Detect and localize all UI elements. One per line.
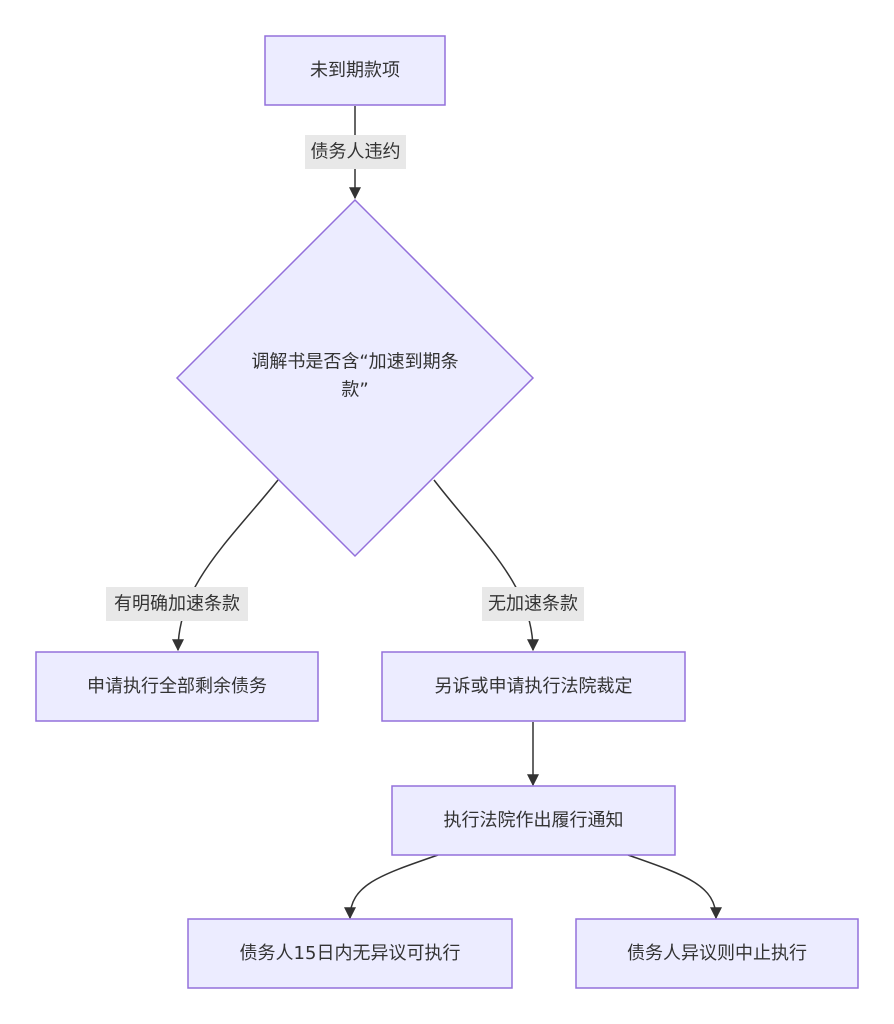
node-decision: 调解书是否含“加速到期条 款” (175, 198, 535, 558)
node-start: 未到期款项 (264, 35, 446, 106)
edge-label-has-clause-text: 有明确加速条款 (114, 594, 240, 615)
edge-label-default-text: 债务人违约 (311, 142, 401, 163)
node-notice: 执行法院作出履行通知 (391, 785, 676, 856)
edge-decision-to-full-debt (172, 479, 279, 652)
edge-notice-to-no-objection (344, 854, 439, 920)
edge-notice-to-objection (627, 854, 722, 920)
edges (172, 106, 722, 920)
node-decision-label-line1: 调解书是否含“加速到期条 (251, 352, 458, 373)
edge-label-no-clause-text: 无加速条款 (488, 594, 578, 615)
node-full-debt: 申请执行全部剩余债务 (35, 651, 319, 722)
node-start-label: 未到期款项 (310, 60, 400, 81)
node-sue: 另诉或申请执行法院裁定 (381, 651, 686, 722)
node-no-objection: 债务人15日内无异议可执行 (187, 918, 513, 989)
node-objection-label: 债务人异议则中止执行 (627, 943, 807, 964)
edge-decision-to-sue (433, 479, 539, 652)
edge-label-has-clause: 有明确加速条款 (106, 587, 248, 621)
node-full-debt-label: 申请执行全部剩余债务 (87, 676, 267, 697)
edge-label-no-clause: 无加速条款 (482, 587, 584, 621)
node-decision-label-line2: 款” (341, 380, 368, 401)
node-sue-label: 另诉或申请执行法院裁定 (435, 676, 633, 697)
node-notice-label: 执行法院作出履行通知 (444, 810, 624, 831)
node-no-objection-label: 债务人15日内无异议可执行 (240, 943, 461, 964)
node-objection: 债务人异议则中止执行 (575, 918, 859, 989)
edge-label-default: 债务人违约 (305, 135, 406, 169)
